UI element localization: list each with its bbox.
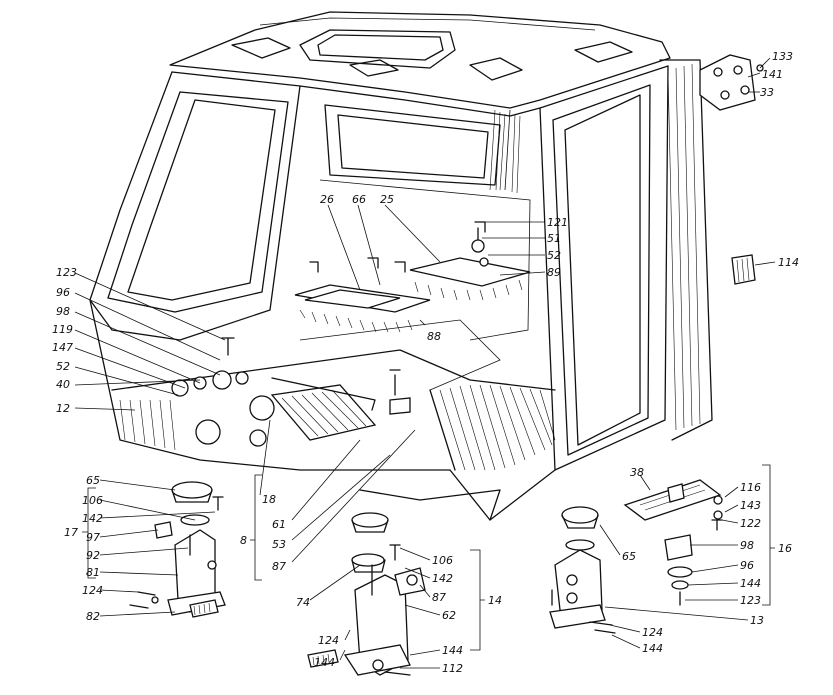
label-96: 96 [56,286,70,299]
label-12: 12 [56,402,70,415]
label-82: 82 [86,610,100,623]
label-40: 40 [56,378,70,391]
mount-assembly-14 [307,512,426,676]
label-65: 65 [86,474,100,487]
mount-assembly-17 [129,481,226,618]
callout-labels: 133 141 33 121 51 52 89 26 66 25 88 114 … [52,50,799,675]
label-18: 18 [262,493,276,506]
label-53: 53 [272,538,286,551]
label-142: 142 [432,572,453,585]
label-62: 62 [442,609,456,622]
label-52: 52 [547,249,561,262]
label-8: 8 [240,534,247,547]
label-123: 123 [740,594,761,607]
label-106: 106 [82,494,103,507]
label-124: 124 [82,584,103,597]
label-114: 114 [778,256,799,269]
label-89: 89 [547,266,561,279]
label-16: 16 [778,542,792,555]
label-65: 65 [622,550,636,563]
floor-panels [294,221,531,333]
hinge-plate-33 [699,54,764,111]
label-144: 144 [740,577,761,590]
part-114 [731,254,756,285]
label-98: 98 [56,305,70,318]
label-123: 123 [56,266,77,279]
label-87: 87 [272,560,286,573]
label-124: 124 [642,626,663,639]
label-25: 25 [380,193,394,206]
label-14: 14 [488,594,502,607]
label-38: 38 [630,466,644,479]
label-121: 121 [547,216,568,229]
label-66: 66 [352,193,366,206]
label-112: 112 [442,662,463,675]
label-88: 88 [427,330,441,343]
label-144: 144 [314,656,335,669]
cab-frame [89,59,713,521]
label-106: 106 [432,554,453,567]
label-133: 133 [772,50,793,63]
label-144: 144 [442,644,463,657]
label-124: 124 [318,634,339,647]
front-fittings [171,337,411,447]
label-87: 87 [432,591,446,604]
label-81: 81 [86,566,100,579]
label-142: 142 [82,512,103,525]
label-98: 98 [740,539,754,552]
label-97: 97 [86,531,100,544]
label-52: 52 [56,360,70,373]
label-144: 144 [642,642,663,655]
label-74: 74 [296,596,310,609]
label-33: 33 [760,86,774,99]
label-96: 96 [740,559,754,572]
label-51: 51 [547,232,561,245]
label-26: 26 [320,193,334,206]
cab-roof [169,11,671,117]
label-119: 119 [52,323,73,336]
label-61: 61 [272,518,286,531]
label-92: 92 [86,549,100,562]
label-122: 122 [740,517,761,530]
label-141: 141 [762,68,783,81]
label-116: 116 [740,481,761,494]
label-143: 143 [740,499,761,512]
mount-assembly-16 [549,479,723,634]
label-17: 17 [64,526,78,539]
leader-lines [74,57,776,669]
label-13: 13 [750,614,764,627]
label-147: 147 [52,341,73,354]
